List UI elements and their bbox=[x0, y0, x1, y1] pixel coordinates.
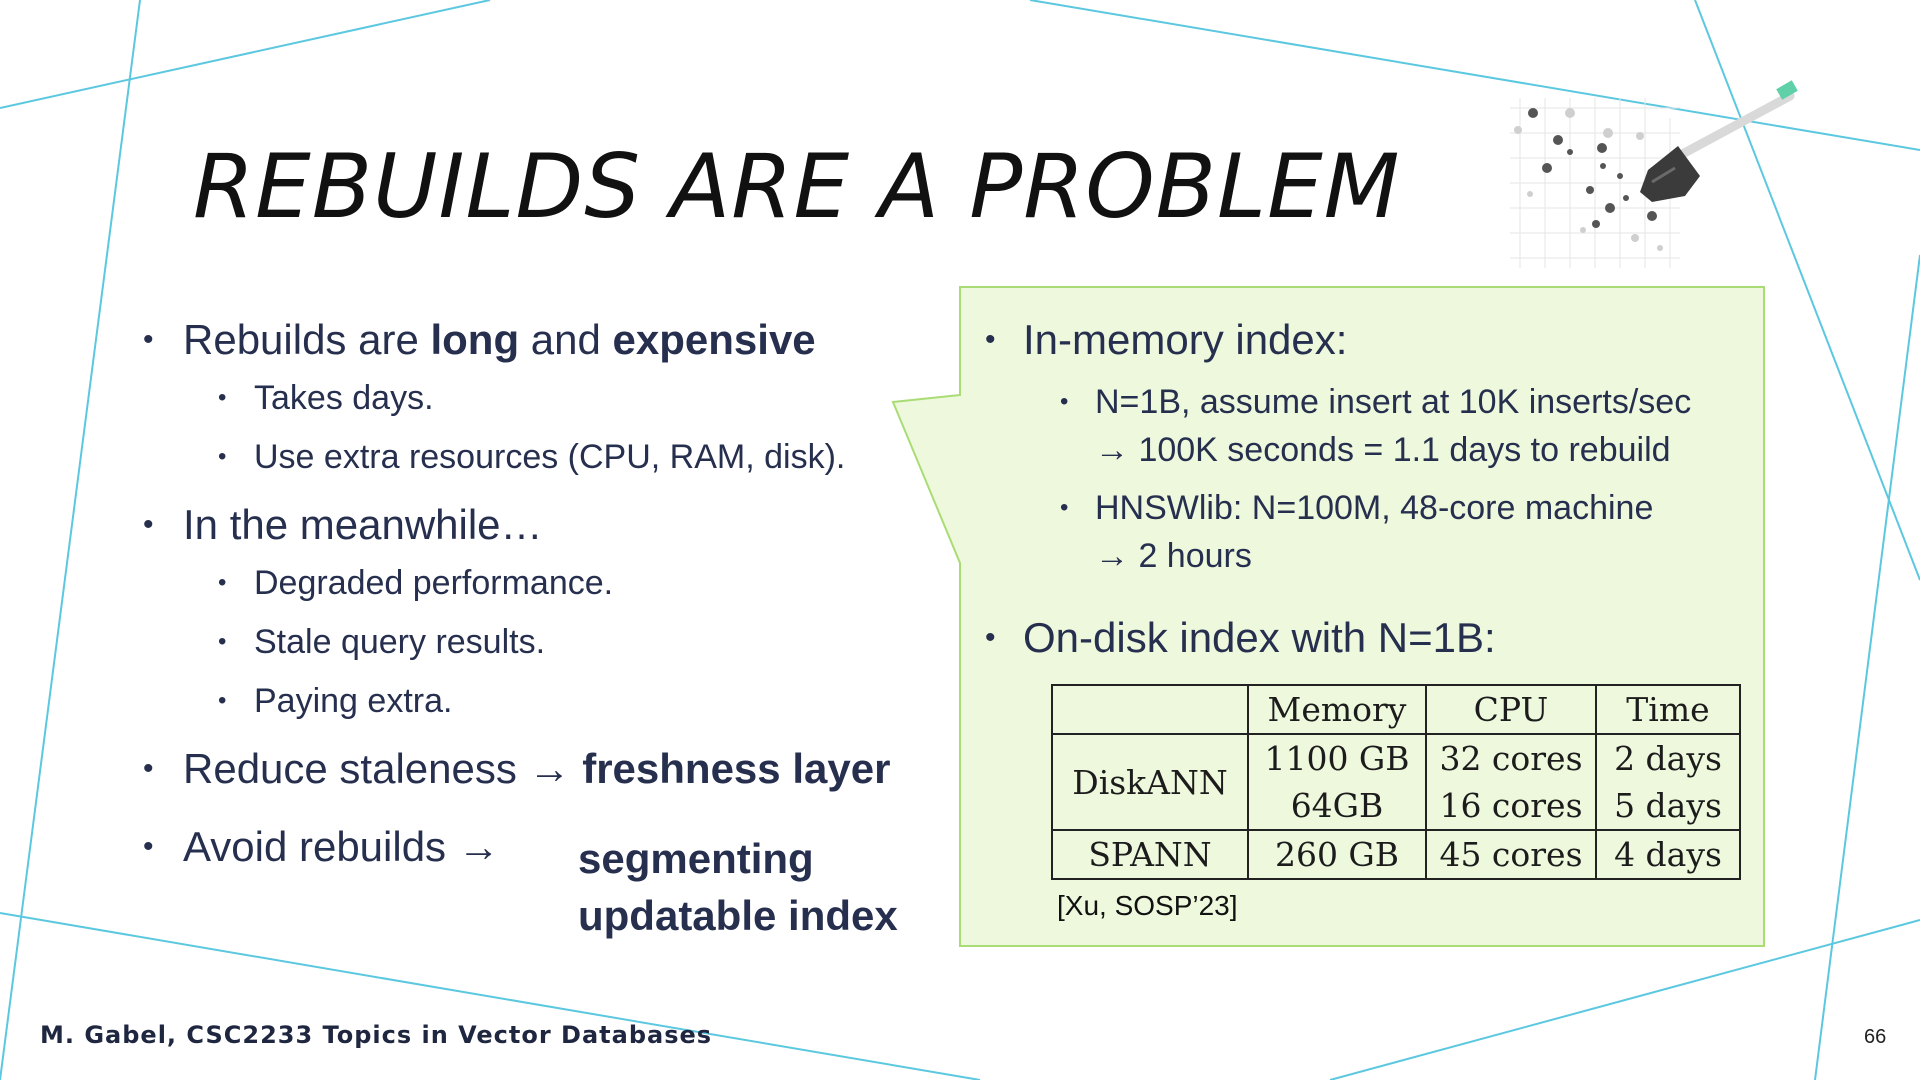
sub-bullet: • Degraded performance. bbox=[143, 561, 923, 605]
bullet-marker: • bbox=[218, 628, 227, 655]
page-number: 66 bbox=[1864, 1026, 1887, 1048]
sub-bullet: • N=1B, assume insert at 10K inserts/sec… bbox=[985, 378, 1755, 474]
table-cell-system: SPANN bbox=[1051, 829, 1249, 880]
sub-bullet: • Stale query results. bbox=[143, 620, 923, 664]
table-row: DiskANN 1100 GB 64GB 32 cores 16 cores 2… bbox=[1051, 733, 1741, 831]
bullet-on-disk-index: • On-disk index with N=1B: bbox=[985, 610, 1755, 666]
shovel-icon bbox=[1510, 80, 1798, 268]
index-cost-table: Memory CPU Time DiskANN 1100 GB 64GB 32 … bbox=[1051, 684, 1741, 880]
table-header-cell: Memory bbox=[1247, 684, 1427, 735]
bullet-reduce-staleness: • Reduce staleness → freshness layer bbox=[143, 741, 923, 797]
table-cell-cpu: 45 cores bbox=[1425, 829, 1597, 880]
bullet-avoid-rebuilds: • Avoid rebuilds → bbox=[143, 819, 923, 875]
bullet-marker: • bbox=[218, 443, 227, 470]
table-header-cell: CPU bbox=[1425, 684, 1597, 735]
emphasis-freshness-layer: freshness layer bbox=[582, 745, 891, 792]
sub-bullet: • HNSWlib: N=100M, 48-core machine → 2 h… bbox=[985, 484, 1755, 580]
bullet-marker: • bbox=[143, 323, 154, 356]
bullet-marker: • bbox=[218, 384, 227, 411]
table-header-row: Memory CPU Time bbox=[1051, 684, 1741, 735]
bullet-marker: • bbox=[218, 687, 227, 714]
arrow-icon: → bbox=[1095, 537, 1129, 575]
emphasis-long: long bbox=[430, 316, 520, 363]
sub-bullet: • Use extra resources (CPU, RAM, disk). bbox=[143, 435, 923, 479]
sub-bullet: • Takes days. bbox=[143, 376, 923, 420]
footer-credit: M. Gabel, CSC2233 Topics in Vector Datab… bbox=[40, 1021, 713, 1049]
arrow-icon: → bbox=[1095, 431, 1129, 469]
sub-bullet: • Paying extra. bbox=[143, 679, 923, 723]
table-cell-memory: 260 GB bbox=[1247, 829, 1427, 880]
slide-title: REBUILDS ARE A PROBLEM bbox=[193, 135, 1401, 238]
table-cell-time: 2 days 5 days bbox=[1595, 733, 1741, 831]
table-cell-system: DiskANN bbox=[1051, 733, 1249, 831]
bullet-marker: • bbox=[1060, 388, 1069, 415]
bullet-rebuilds: • Rebuilds are long and expensive bbox=[143, 312, 923, 368]
bullet-marker: • bbox=[985, 323, 996, 356]
table-header-cell bbox=[1051, 684, 1249, 735]
table-cell-memory: 1100 GB 64GB bbox=[1247, 733, 1427, 831]
bullet-meanwhile: • In the meanwhile… bbox=[143, 497, 923, 553]
left-column: • Rebuilds are long and expensive • Take… bbox=[143, 312, 923, 939]
table-row: SPANN 260 GB 45 cores 4 days bbox=[1051, 829, 1741, 880]
table-cell-cpu: 32 cores 16 cores bbox=[1425, 733, 1597, 831]
citation: [Xu, SOSP’23] bbox=[1057, 890, 1238, 921]
bullet-marker: • bbox=[1060, 494, 1069, 521]
bullet-marker: • bbox=[143, 830, 154, 863]
right-column: • In-memory index: • N=1B, assume insert… bbox=[985, 312, 1755, 666]
bullet-marker: • bbox=[143, 508, 154, 541]
bullet-marker: • bbox=[218, 569, 227, 596]
table-header-cell: Time bbox=[1595, 684, 1741, 735]
arrow-icon: → bbox=[528, 745, 571, 792]
bullet-marker: • bbox=[143, 752, 154, 785]
arrow-icon: → bbox=[457, 823, 500, 870]
emphasis-expensive: expensive bbox=[612, 316, 816, 363]
bullet-in-memory-index: • In-memory index: bbox=[985, 312, 1755, 368]
table-cell-time: 4 days bbox=[1595, 829, 1741, 880]
bullet-marker: • bbox=[985, 621, 996, 654]
emphasis-segmenting: segmenting updatable index bbox=[578, 835, 898, 939]
